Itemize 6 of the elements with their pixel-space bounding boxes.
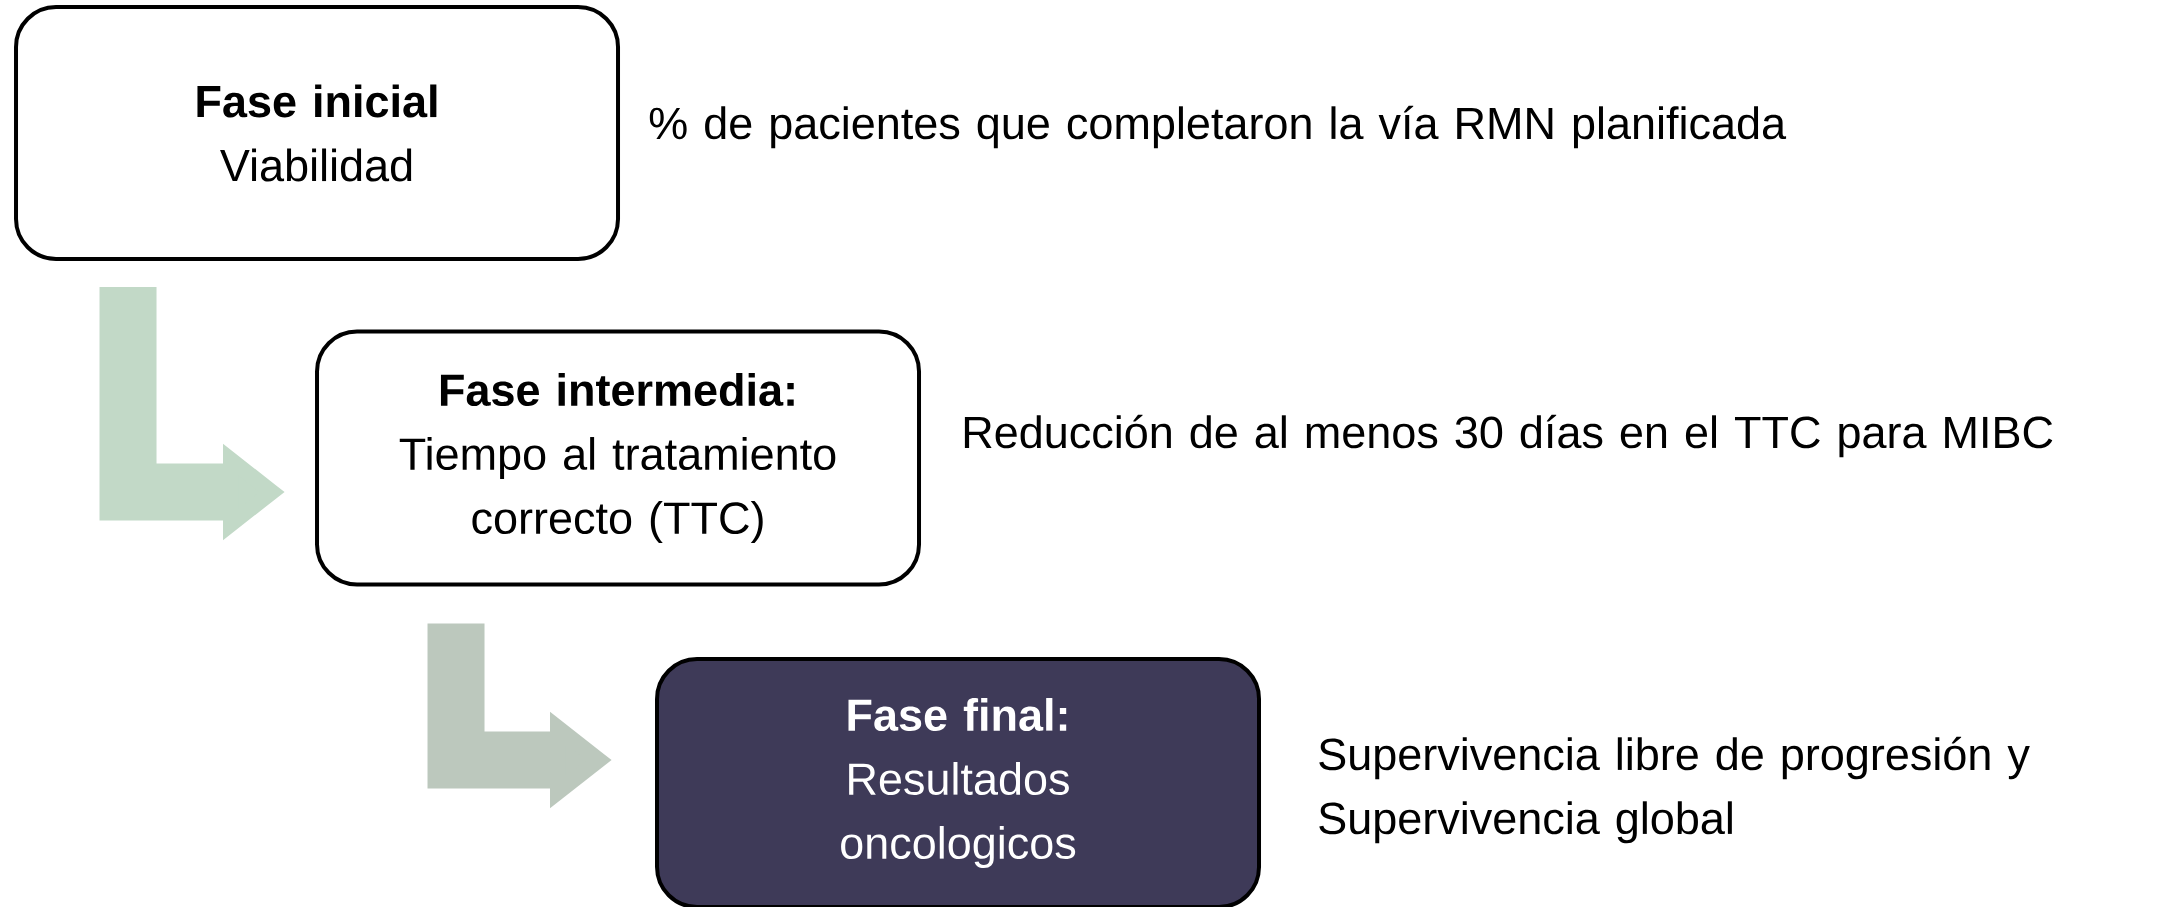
dark-box: Fase final: Resultados oncologicos bbox=[655, 657, 1261, 907]
note-text: % de pacientes que completaron la vía RMN planificada bbox=[649, 105, 1787, 149]
note-text: Reducción de al menos 30 días en el TTC para MIBC bbox=[964, 414, 2053, 458]
note-text: Supervivencia libre de progresión y Supervivencia global bbox=[1319, 736, 2030, 844]
process-box: Fase intermedia: Tiempo al tratamiento correcto (TTC) bbox=[315, 329, 921, 587]
process-box: Fase inicial Viabilidad bbox=[14, 5, 620, 261]
